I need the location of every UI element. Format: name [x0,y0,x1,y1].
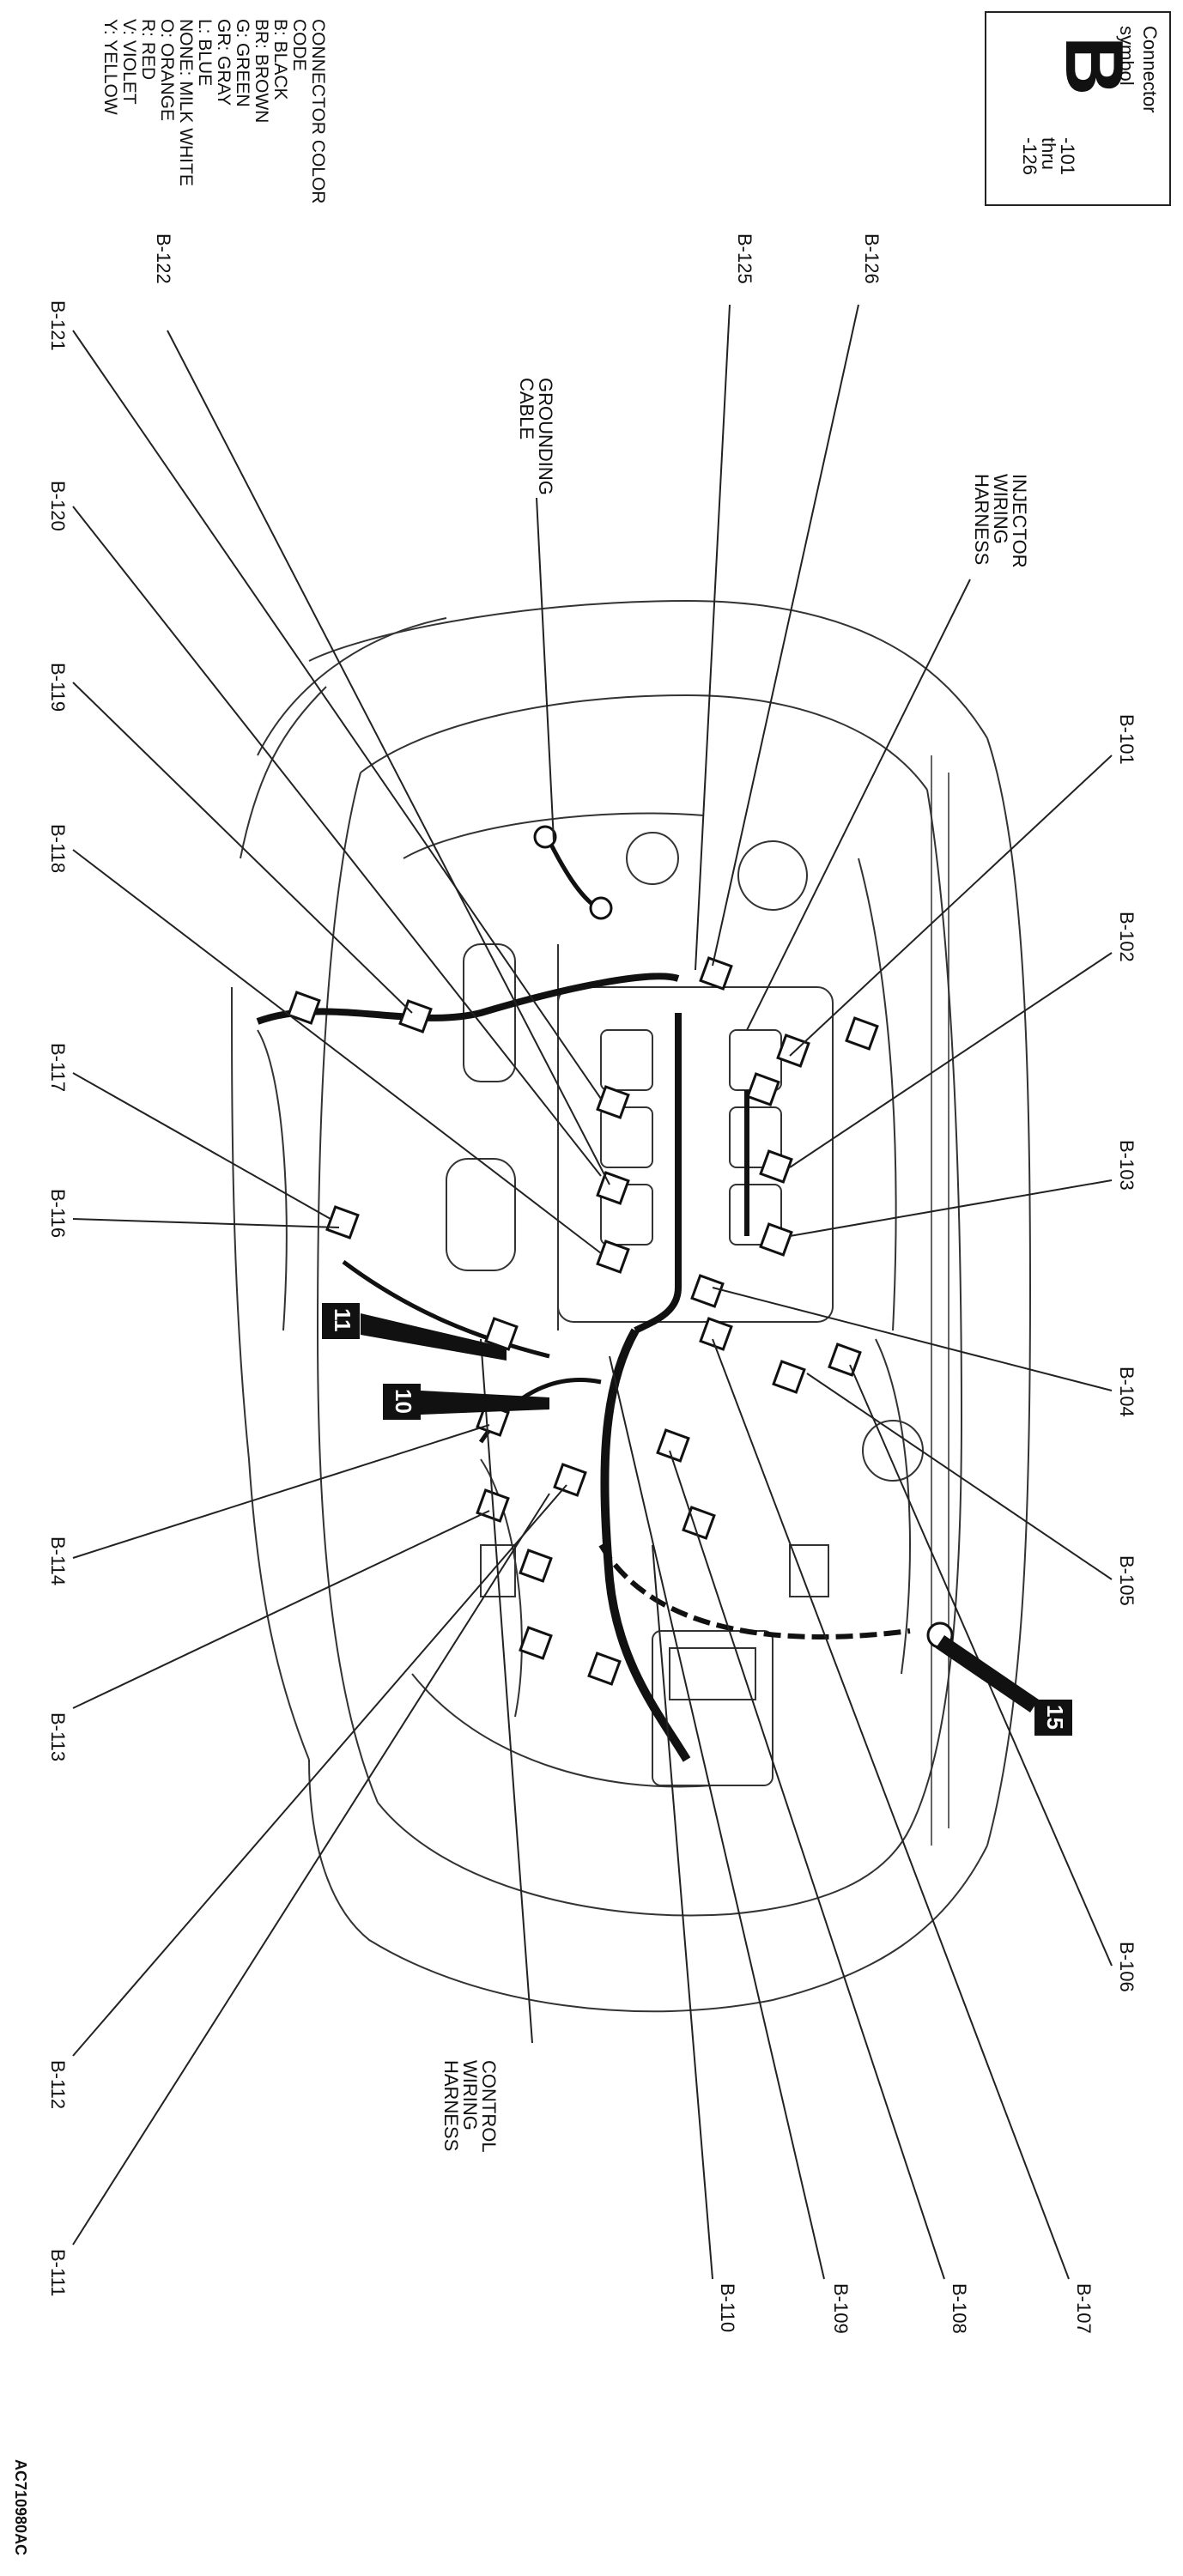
color-code-entry: V: VIOLET [119,19,139,105]
callout-b119: B-119 [47,663,69,712]
callout-b106: B-106 [1116,1942,1138,1992]
callout-b126: B-126 [861,233,883,284]
control-harness-label-1: CONTROL [478,2060,500,2153]
callout-b121: B-121 [47,300,69,351]
harness-routes [256,839,911,1762]
sub-harness-1 [342,1259,550,1359]
callout-b114: B-114 [47,1537,69,1585]
color-code-entry: B: BLACK [270,19,290,100]
control-harness-main [600,1328,691,1762]
callout-b120: B-120 [47,481,69,531]
injector-harness-label-2: WIRING [990,474,1011,544]
cowl-harness-main [256,973,680,1025]
callout-b110: B-110 [717,2283,738,2332]
color-code-entry: NONE: MILK WHITE [176,19,196,186]
callout-b117: B-117 [47,1043,69,1092]
engine-block [446,832,924,1786]
ground-marker-11-label: 11 [330,1308,355,1332]
connector-symbol-caption-2: symbol [1116,26,1138,86]
leader-lines [72,304,1113,2280]
control-harness-branch [598,1543,911,1640]
grounding-cable-label-1: GROUNDING [535,378,556,495]
connector-symbol-range-to: -126 [1019,137,1040,175]
callout-b103: B-103 [1116,1140,1138,1191]
connector-symbol-box: Connector symbol B -101 thru -126 [985,11,1171,206]
color-code-entry: GR: GRAY [214,19,234,106]
injector-harness-label-3: HARNESS [971,474,992,565]
callout-b122: B-122 [153,233,174,284]
callout-b101: B-101 [1116,714,1138,765]
callout-b105: B-105 [1116,1555,1138,1606]
color-code-heading-2: CODE [289,19,309,71]
color-code-entry: O: ORANGE [157,19,177,121]
color-code-entry: BR: BROWN [252,19,271,123]
color-code-entry: L: BLUE [195,19,215,86]
callout-b109: B-109 [830,2283,852,2334]
vehicle-outline [231,599,1032,2013]
color-code-entry: Y: YELLOW [100,19,120,115]
injector-harness-label-1: INJECTOR [1009,474,1030,568]
callout-b107: B-107 [1073,2283,1095,2334]
callout-b108: B-108 [949,2283,970,2334]
ground-marker-15: 15 [936,1635,1072,1736]
color-code-entry: G: GREEN [233,19,252,107]
control-harness-label-3: HARNESS [440,2060,462,2151]
connector-symbol-letter: B [1048,36,1140,95]
color-code-heading-1: CONNECTOR COLOR [308,19,328,203]
callout-b104: B-104 [1116,1367,1138,1417]
connector-symbol-caption-1: Connector [1139,26,1161,113]
callout-b102: B-102 [1116,912,1138,962]
connector-symbol-range-mid: thru [1038,137,1059,170]
connector-symbol-range-from: -101 [1057,137,1078,175]
color-code-entry: R: RED [138,19,158,80]
ground-marker-11: 11 [322,1303,507,1361]
callout-b118: B-118 [47,824,69,873]
control-harness-label-2: WIRING [459,2060,481,2131]
injector-harness-main [634,1013,682,1334]
connector-blocks [287,825,954,1686]
color-code-legend: CONNECTOR COLOR CODE B: BLACK BR: BROWN … [100,19,328,203]
ground-marker-10: 10 [383,1384,549,1420]
callout-b111: B-111 [47,2249,69,2296]
callout-b113: B-113 [47,1712,69,1761]
callout-b125: B-125 [734,233,755,284]
callout-b112: B-112 [47,2060,69,2109]
figure-id: AC710980AC [12,2459,29,2555]
ground-marker-10-label: 10 [391,1389,416,1414]
callout-b116: B-116 [47,1189,69,1238]
callout-labels: B-101 B-102 B-103 B-104 B-105 B-106 B-10… [47,233,1138,2334]
grounding-cable-label-2: CABLE [516,378,537,439]
harness-labels: INJECTOR WIRING HARNESS CONTROL WIRING H… [440,378,1030,2153]
ground-marker-15-label: 15 [1042,1705,1068,1730]
